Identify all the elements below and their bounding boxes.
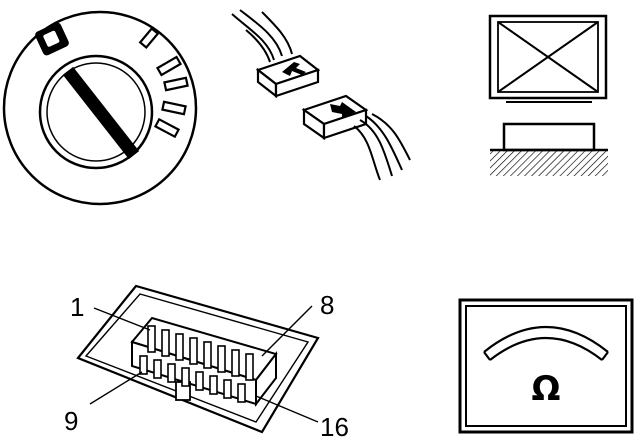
pin-label-9: 9 <box>64 406 78 436</box>
ohmmeter-icon: Ω <box>458 298 634 434</box>
leader-line-1 <box>93 307 151 331</box>
pin-label-16: 16 <box>320 412 349 442</box>
ohm-symbol: Ω <box>532 369 561 409</box>
pin-row-lower <box>139 355 246 403</box>
connector-disconnect-icon <box>231 9 411 181</box>
pin-label-8: 8 <box>320 290 334 320</box>
leader-line-8 <box>261 305 313 357</box>
pin-label-1: 1 <box>70 292 84 322</box>
diagnostic-connector-icon: 1 8 9 16 <box>64 284 349 442</box>
switch-position-marks <box>138 26 189 139</box>
leader-line-16 <box>255 395 319 423</box>
pin-row-upper <box>147 325 254 381</box>
leader-line-9 <box>89 371 143 405</box>
ignition-switch-icon <box>2 10 198 206</box>
crossed-box-icon <box>488 14 608 103</box>
component-ground-icon <box>490 122 608 176</box>
